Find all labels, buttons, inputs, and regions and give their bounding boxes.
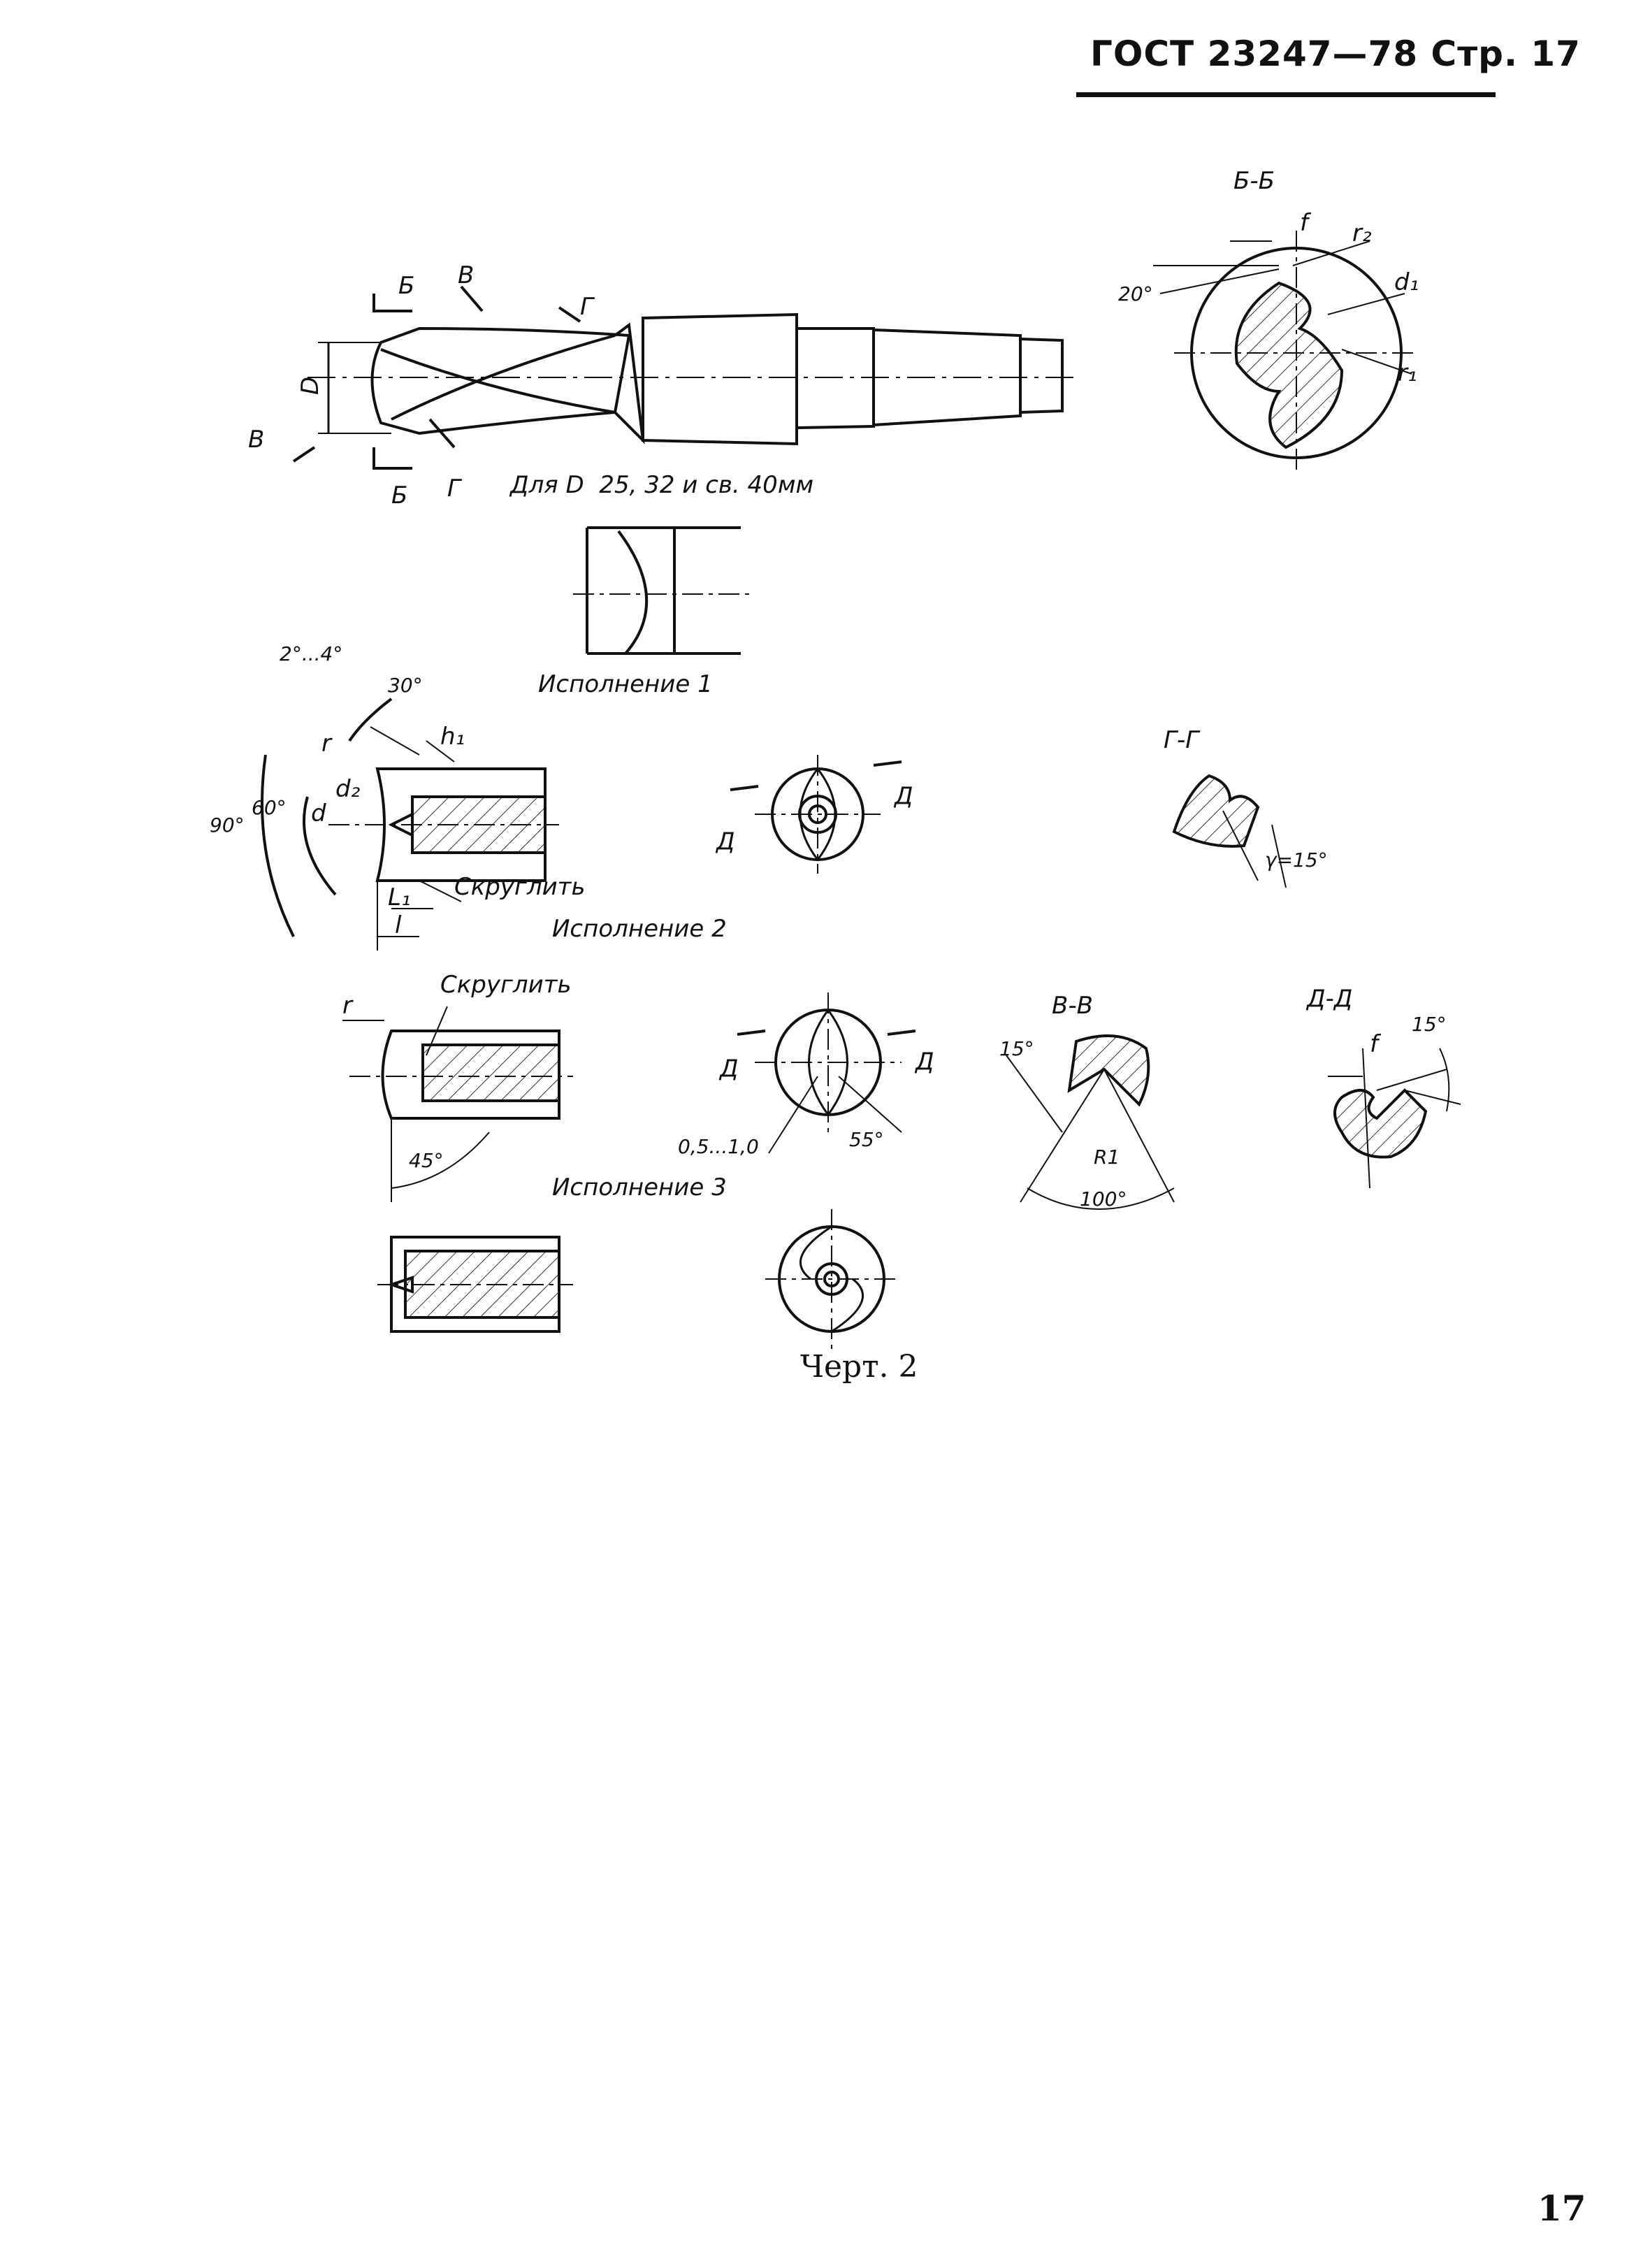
variant3-end-view-2 <box>765 1209 898 1349</box>
variant3-view <box>342 1006 573 1202</box>
section-dd <box>1328 1048 1461 1189</box>
mark-g-bottom: Г <box>447 475 463 503</box>
variant2-angle-60: 60° <box>252 796 287 819</box>
figure-caption: Черт. 2 <box>800 1349 918 1385</box>
section-bb-angle: 20° <box>1118 282 1153 305</box>
variant2-h1: h₁ <box>440 723 465 751</box>
mark-b-top: Б <box>398 272 414 300</box>
variant2-angle-30: 30° <box>388 674 423 697</box>
technical-drawing: Б В Г В Б Г D Для D 25, 32 и св. 40мм Б-… <box>210 167 1461 1349</box>
variant2-L1: L₁ <box>388 883 411 911</box>
mark-v-top: В <box>458 261 474 289</box>
page-number: 17 <box>1537 2188 1586 2229</box>
variant3-title: Исполнение 3 <box>552 1173 727 1201</box>
variant3-angle-55: 55° <box>849 1128 884 1151</box>
variant2-mark-d-left: Д <box>715 828 735 855</box>
variant2-l: l <box>395 911 402 939</box>
mark-g-top: Г <box>580 293 595 321</box>
page-header: ГОСТ 23247—78 Стр. 17 <box>1076 28 1580 105</box>
variant2-angle-range: 2°...4° <box>280 642 342 665</box>
variant2-mark-d-right: Д <box>893 782 913 810</box>
section-bb-r1: r₁ <box>1398 359 1417 387</box>
section-bb-title: Б-Б <box>1233 167 1275 195</box>
mark-v-bottom: В <box>248 426 264 454</box>
variant3-end-view <box>737 992 916 1154</box>
variant3-side-view <box>377 1236 573 1333</box>
main-view <box>292 285 1076 470</box>
header-title: ГОСТ 23247—78 Стр. 17 <box>1090 34 1581 74</box>
dimension-D: D <box>296 377 324 395</box>
section-vv-r1: R1 <box>1094 1146 1120 1169</box>
section-bb-d1: d₁ <box>1394 268 1419 296</box>
variant2-end-view <box>730 755 902 874</box>
variant3-chamfer: 0,5...1,0 <box>678 1135 759 1158</box>
section-vv-angle-15: 15° <box>999 1037 1034 1060</box>
variant1-view <box>573 526 755 655</box>
variant1-title: Исполнение 1 <box>538 670 713 698</box>
variant2-round-note: Скруглить <box>454 873 586 901</box>
variant3-mark-d-right: Д <box>914 1048 934 1076</box>
section-bb-r2: r₂ <box>1352 219 1372 247</box>
variant2-d2: d₂ <box>335 775 361 803</box>
variant2-r: r <box>321 730 333 758</box>
section-vv <box>1006 1034 1175 1210</box>
variant3-round-note: Скруглить <box>440 971 572 999</box>
variant2-angle-90: 90° <box>210 814 245 837</box>
section-gg-title: Г-Г <box>1164 726 1201 754</box>
section-bb <box>1153 231 1419 475</box>
variant3-mark-d-left: Д <box>718 1055 739 1083</box>
mark-b-bottom: Б <box>391 482 407 510</box>
variant2-view <box>261 698 559 951</box>
section-dd-f: f <box>1370 1030 1382 1058</box>
header-rule <box>1076 92 1496 97</box>
variant2-title: Исполнение 2 <box>552 915 727 943</box>
section-bb-f: f <box>1300 209 1312 237</box>
section-vv-title: В-В <box>1052 992 1093 1020</box>
section-vv-angle-100: 100° <box>1080 1187 1127 1211</box>
variant3-angle-45: 45° <box>409 1149 444 1172</box>
section-gg <box>1172 774 1287 888</box>
section-dd-angle-15: 15° <box>1412 1013 1447 1036</box>
section-gg-gamma: γ=15° <box>1265 848 1328 872</box>
main-view-note: Для D 25, 32 и св. 40мм <box>509 471 813 499</box>
variant2-d: d <box>311 800 326 828</box>
section-dd-title: Д-Д <box>1305 985 1352 1013</box>
variant3-r: r <box>342 992 354 1020</box>
